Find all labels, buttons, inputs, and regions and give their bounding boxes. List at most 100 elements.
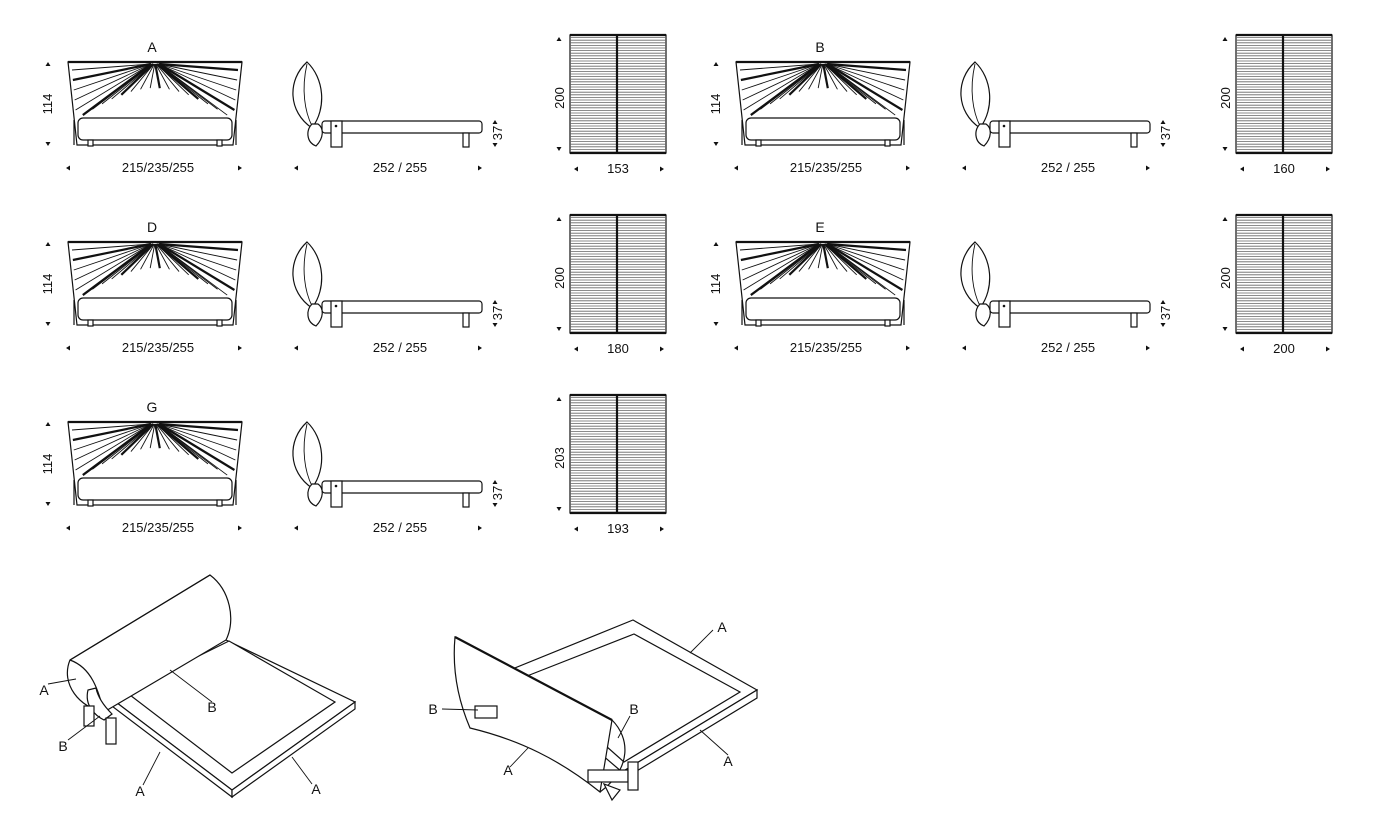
dimension-arrow xyxy=(66,525,70,531)
headboard-fold-line xyxy=(824,243,868,280)
dimension-arrow xyxy=(45,322,51,326)
front-view xyxy=(67,60,243,147)
dimension-arrow xyxy=(294,165,298,171)
model-letter: E xyxy=(815,219,824,235)
leader-line xyxy=(441,708,479,711)
length-value: 252 / 255 xyxy=(1041,340,1095,355)
slat-length-value: 200 xyxy=(1218,267,1233,289)
headboard-fold-line xyxy=(760,243,821,290)
dimension-arrow xyxy=(1222,217,1228,221)
dimension-arrow xyxy=(1160,143,1166,147)
iso-label-b: B xyxy=(428,701,437,717)
headboard-fold-line xyxy=(826,243,904,281)
headboard-fold-line xyxy=(71,423,151,431)
headboard-fold-line xyxy=(73,63,152,91)
headboard-fold-line xyxy=(75,63,152,111)
headboard-curl xyxy=(307,303,323,327)
dimension-arrow xyxy=(478,165,482,171)
mattress xyxy=(77,477,233,501)
frame-rail xyxy=(321,300,483,314)
leader-line xyxy=(169,669,213,703)
headboard-fold-line xyxy=(827,243,906,261)
dimension-arrow xyxy=(45,142,51,146)
length-value: 252 / 255 xyxy=(373,520,427,535)
headboard-fold-line xyxy=(808,243,823,270)
headboard-fold-line xyxy=(742,243,820,281)
headboard-curl xyxy=(307,123,323,147)
slat-base xyxy=(569,213,667,335)
headboard-fold-line xyxy=(769,243,821,285)
front-leg xyxy=(330,120,343,148)
headboard-fold-line xyxy=(827,63,906,81)
frame-rail xyxy=(321,480,483,494)
leader-line xyxy=(689,629,714,654)
dimension-arrow xyxy=(556,507,562,511)
dimension-arrow xyxy=(238,165,242,171)
frame-rail xyxy=(989,300,1151,314)
headboard-fold-line xyxy=(822,243,829,269)
headboard-fold-line xyxy=(158,243,237,271)
headboard-fold-line xyxy=(156,423,200,460)
dimension-arrow xyxy=(45,242,51,246)
leg xyxy=(884,139,891,147)
model-letter: D xyxy=(147,219,157,235)
headboard-fold-line xyxy=(158,423,228,476)
dimension-arrow xyxy=(492,120,498,124)
headboard-fold-line xyxy=(158,63,228,116)
rear-leg xyxy=(1130,132,1138,148)
dimension-arrow xyxy=(492,503,498,507)
headboard-fold-line xyxy=(71,63,151,71)
headboard-crease xyxy=(303,63,313,127)
leg-screw xyxy=(334,304,338,308)
iso-label-b: B xyxy=(629,701,638,717)
headboard-fold-line xyxy=(825,243,877,285)
headboard-side xyxy=(960,241,991,309)
headboard-fold-line xyxy=(158,243,236,291)
dimension-arrow xyxy=(660,166,664,172)
headboard-fold-line xyxy=(154,63,161,89)
headboard-fold-line xyxy=(74,423,152,461)
headboard-fold-line xyxy=(159,243,238,261)
headboard-fold-line xyxy=(74,63,152,101)
mattress xyxy=(745,117,901,141)
slat-base xyxy=(569,393,667,515)
headboard-fold-line xyxy=(159,422,239,432)
headboard-side xyxy=(292,241,323,309)
headboard-fold-line xyxy=(823,243,848,272)
dimension-arrow xyxy=(1326,346,1330,352)
model-letter: A xyxy=(147,39,157,55)
model-letter: G xyxy=(147,399,158,415)
slat-length-value: 200 xyxy=(552,87,567,109)
dimension-arrow xyxy=(556,217,562,221)
base-height-value: 37 xyxy=(490,126,505,140)
leader-line xyxy=(142,751,161,786)
side-view xyxy=(960,241,1151,328)
dimension-arrow xyxy=(556,397,562,401)
iso-headboard-curl xyxy=(86,687,113,721)
headboard-fold-line xyxy=(156,243,200,280)
iso-label-a: A xyxy=(311,781,321,797)
headboard-fold-line xyxy=(73,243,152,271)
headboard-fold-line xyxy=(101,63,153,105)
side-view xyxy=(292,241,483,328)
rear-leg xyxy=(462,312,470,328)
headboard-fold-line xyxy=(808,63,823,90)
headboard-curl xyxy=(307,483,323,507)
dimension-arrow xyxy=(1222,147,1228,151)
dimension-arrow xyxy=(1160,323,1166,327)
dimension-arrow xyxy=(556,37,562,41)
headboard-fold-line xyxy=(826,63,905,91)
leader-line xyxy=(67,715,101,741)
headboard-fold-line xyxy=(120,243,155,276)
headboard-fold-line xyxy=(159,423,238,441)
front-leg xyxy=(330,480,343,508)
rear-leg xyxy=(462,132,470,148)
dimension-arrow xyxy=(45,62,51,66)
headboard-fold-line xyxy=(130,63,155,92)
dimension-arrow xyxy=(574,166,578,172)
iso-frame-side-right xyxy=(231,700,356,799)
dimension-arrow xyxy=(1146,165,1150,171)
iso-label-b: B xyxy=(58,738,67,754)
iso-base-foot xyxy=(587,769,629,783)
dimension-arrow xyxy=(962,165,966,171)
